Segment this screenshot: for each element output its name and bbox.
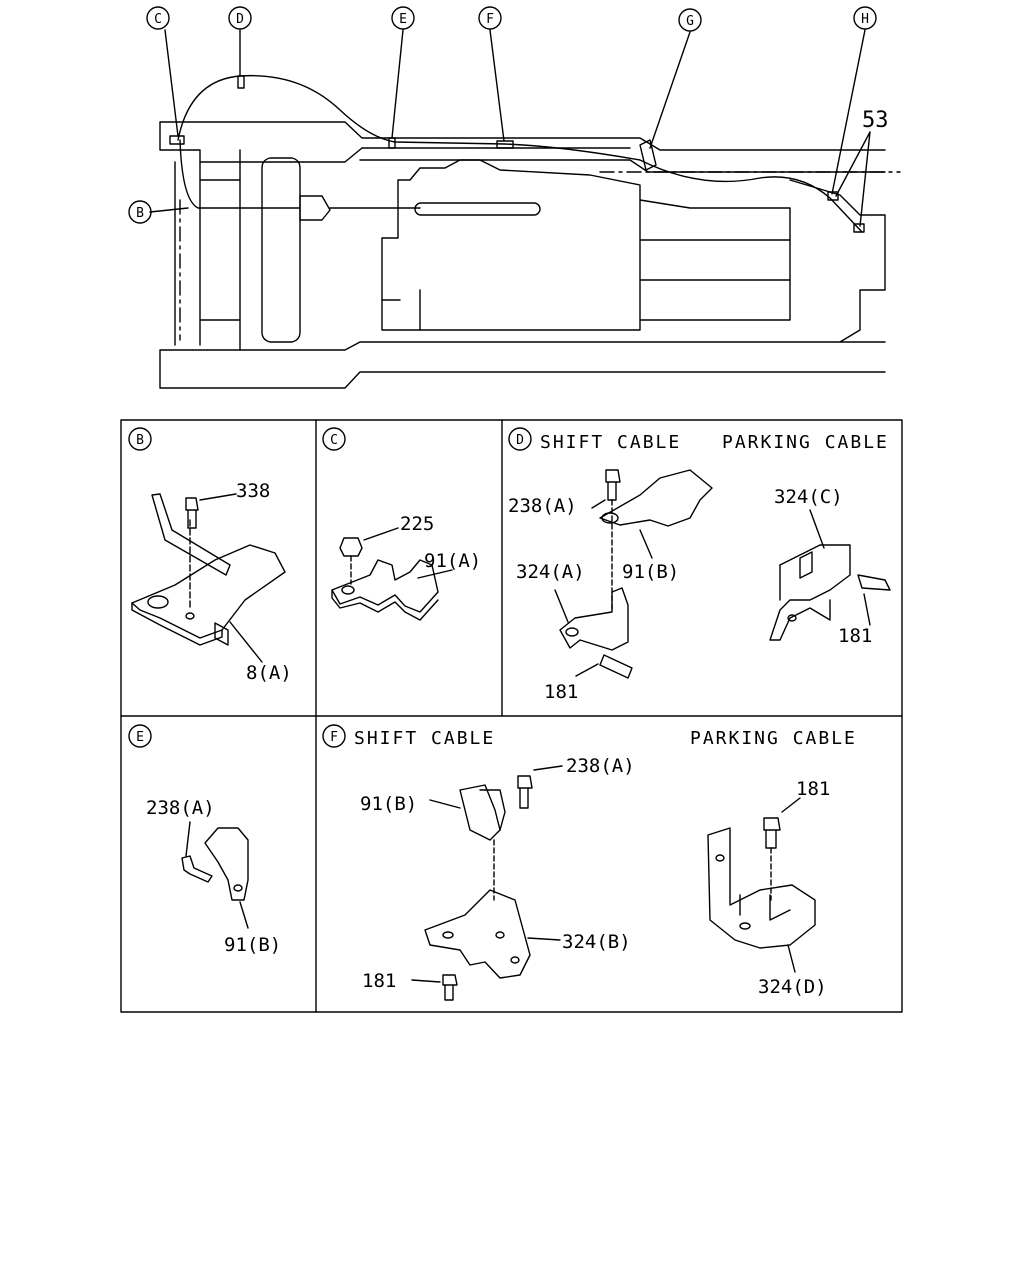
callout-g-top: G — [686, 14, 694, 29]
panel-b: B 338 8(A) — [136, 433, 292, 684]
label-91b-e: 91(B) — [224, 934, 281, 956]
label-225: 225 — [400, 513, 434, 535]
clip-f — [496, 140, 514, 149]
panel-b-drawing — [131, 493, 286, 663]
label-324c: 324(C) — [774, 486, 843, 508]
panel-b-letter: B — [136, 433, 144, 448]
bracket-324c — [769, 544, 851, 641]
clip-c — [169, 135, 185, 145]
bolt-181-fp — [763, 817, 781, 849]
panel-d: D SHIFT CABLE PARKING CABLE 238(A) 91(B)… — [508, 432, 889, 703]
label-324d: 324(D) — [758, 976, 827, 998]
bolt-181-f — [442, 974, 458, 1001]
label-91b-f: 91(B) — [360, 793, 417, 815]
clamp-91a — [331, 559, 439, 613]
callout-f-top: F — [486, 12, 494, 27]
label-181-f-shift: 181 — [362, 970, 396, 992]
label-91a: 91(A) — [424, 550, 481, 572]
callout-circles — [128, 6, 877, 748]
panel-c-letter: C — [330, 433, 338, 448]
frame-rail-top — [159, 121, 886, 163]
callout-e-top: E — [399, 12, 407, 27]
label-181-f-parking: 181 — [796, 778, 830, 800]
panel-f-title-parking: PARKING CABLE — [690, 728, 857, 749]
callout-b-side: B — [136, 206, 144, 221]
panel-e: E 238(A) 91(B) — [136, 730, 281, 956]
bolt-338 — [185, 497, 199, 529]
callout-d-top: D — [236, 12, 244, 27]
clamp-91b-d — [599, 469, 713, 527]
panel-f-drawing — [411, 765, 816, 1001]
bracket-324b — [424, 889, 531, 979]
label-238a-e: 238(A) — [146, 797, 215, 819]
label-238a-f: 238(A) — [566, 755, 635, 777]
panel-f: F SHIFT CABLE PARKING CABLE 238(A) 91(B)… — [330, 728, 857, 998]
bolt-238a-f — [517, 775, 533, 809]
callout-c-top: C — [154, 12, 162, 27]
callout-h-top: H — [861, 12, 869, 27]
transmission-body — [381, 159, 641, 331]
panel-d-title-parking: PARKING CABLE — [722, 432, 889, 453]
clip-e — [388, 137, 396, 149]
frame-rail-bottom — [159, 341, 886, 389]
nut-225 — [339, 537, 363, 557]
label-181-d-parking: 181 — [838, 625, 872, 647]
label-8a: 8(A) — [246, 662, 292, 684]
label-338: 338 — [236, 480, 270, 502]
label-324b: 324(B) — [562, 931, 631, 953]
bracket-324a — [559, 587, 629, 651]
cable-rod-b — [151, 493, 231, 576]
bracket-8a — [131, 544, 286, 639]
bolt-238a-d — [605, 469, 621, 501]
bolt-181-dp — [857, 574, 891, 591]
overview-labels: C D E F G H B 53 — [136, 12, 888, 221]
panel-d-letter: D — [516, 433, 524, 448]
panel-d-drawing — [554, 469, 891, 679]
clip-g — [639, 139, 657, 171]
panel-c-drawing — [331, 527, 453, 621]
bracket-324d — [707, 827, 816, 949]
clamp-91b-f — [459, 784, 501, 841]
label-91b-d: 91(B) — [622, 561, 679, 583]
label-238a-d: 238(A) — [508, 495, 577, 517]
bolt-238a-e — [181, 855, 213, 883]
crossmember — [239, 149, 301, 351]
bolt-181-d — [599, 654, 633, 679]
cable-end-rod — [414, 202, 541, 216]
detail-grid — [120, 419, 903, 1013]
label-181-d-shift: 181 — [544, 681, 578, 703]
part-53-label: 53 — [862, 108, 889, 133]
label-324a: 324(A) — [516, 561, 585, 583]
panel-e-drawing — [181, 821, 249, 929]
panel-d-title-shift: SHIFT CABLE — [540, 432, 681, 453]
panel-f-title-shift: SHIFT CABLE — [354, 728, 495, 749]
panel-f-letter: F — [330, 730, 338, 745]
cable-end-53 — [853, 223, 865, 233]
panel-e-letter: E — [136, 730, 144, 745]
clip-d — [237, 75, 245, 89]
chassis-overview — [149, 29, 901, 389]
clamp-91b-e — [204, 827, 249, 901]
panel-c: C 225 91(A) — [330, 433, 481, 572]
